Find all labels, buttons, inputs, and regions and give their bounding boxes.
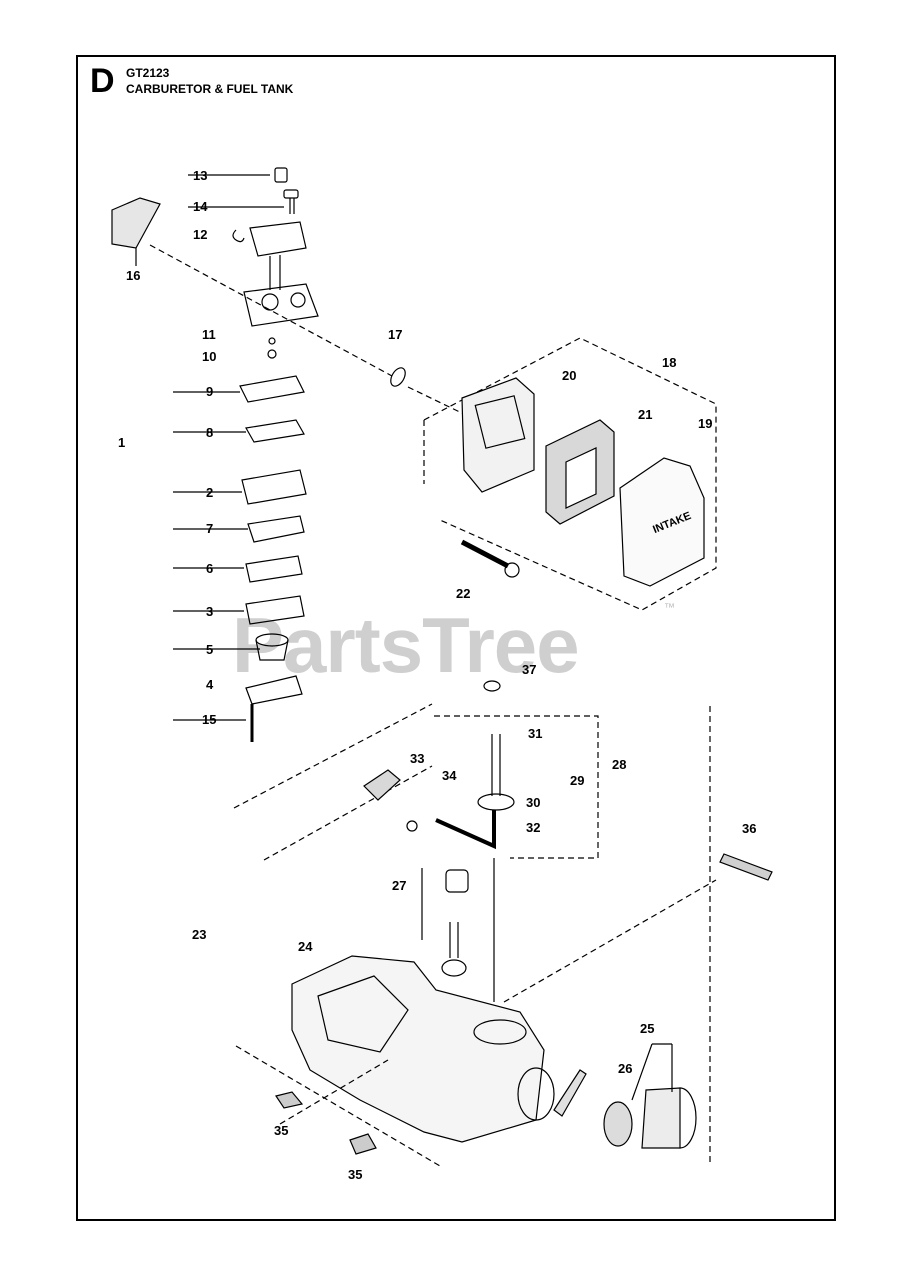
model-number: GT2123 — [126, 66, 170, 80]
part-16-filter — [111, 197, 161, 249]
callout-28: 28 — [612, 757, 627, 772]
callout-17: 17 — [388, 327, 403, 342]
part-36-pad — [719, 853, 773, 881]
callout-20: 20 — [562, 368, 577, 383]
carburetor-body — [243, 283, 319, 327]
part-14-screw-head — [283, 189, 299, 199]
callout-1: 1 — [118, 435, 126, 450]
callout-37: 37 — [522, 662, 537, 677]
part-27-vent-cap — [445, 869, 469, 893]
watermark-trademark: ™ — [664, 602, 675, 614]
carb-top — [249, 221, 307, 257]
watermark-text: PartsTree — [232, 601, 580, 689]
part-30-grommet — [477, 793, 515, 811]
callout-11: 11 — [202, 327, 216, 342]
callout-16: 16 — [126, 268, 141, 283]
callout-34: 34 — [442, 768, 457, 783]
part-9-plate — [239, 375, 305, 403]
callout-23: 23 — [192, 927, 207, 942]
callout-27: 27 — [392, 878, 407, 893]
part-24-fuel-tank — [291, 955, 545, 1143]
part-32-pipe — [435, 810, 496, 850]
callout-25: 25 — [640, 1021, 655, 1036]
part-26-strainer — [553, 1069, 587, 1117]
callout-5: 5 — [206, 642, 214, 657]
callout-8: 8 — [206, 425, 214, 440]
callout-3: 3 — [206, 604, 214, 619]
callout-7: 7 — [206, 521, 214, 536]
callout-6: 6 — [206, 561, 214, 576]
callout-32: 32 — [526, 820, 541, 835]
diagram-frame — [76, 55, 836, 1221]
part-6-diaphragm — [245, 555, 303, 583]
callout-9: 9 — [206, 384, 214, 399]
callout-10: 10 — [202, 349, 217, 364]
section-letter: D — [90, 62, 115, 100]
callout-14: 14 — [193, 199, 208, 214]
callout-19: 19 — [698, 416, 713, 431]
part-2-body — [241, 469, 307, 505]
callout-13: 13 — [193, 168, 208, 183]
callout-12: 12 — [193, 227, 208, 242]
callout-26: 26 — [618, 1061, 633, 1076]
part-19-cover — [619, 457, 705, 587]
part-37-clip — [483, 680, 501, 692]
part-17-oring — [390, 367, 406, 387]
callout-15: 15 — [202, 712, 217, 727]
callout-36: 36 — [742, 821, 757, 836]
callout-35-a: 35 — [274, 1123, 289, 1138]
part-13-nut — [274, 167, 288, 183]
callout-2: 2 — [206, 485, 214, 500]
part-12-clip — [232, 229, 245, 243]
part-5-bulb — [255, 633, 289, 647]
callout-4: 4 — [206, 677, 214, 692]
callout-29: 29 — [570, 773, 585, 788]
tank-neck — [517, 1067, 555, 1121]
callout-30: 30 — [526, 795, 541, 810]
part-33-fuel-filter — [363, 769, 401, 801]
callout-22: 22 — [456, 586, 471, 601]
part-7-gasket — [247, 515, 305, 543]
callout-24: 24 — [298, 939, 313, 954]
callout-31: 31 — [528, 726, 543, 741]
part-4-base — [245, 675, 303, 705]
part-35-foot-b — [349, 1133, 377, 1155]
callout-33: 33 — [410, 751, 425, 766]
part-35-foot-a — [275, 1091, 304, 1109]
callout-21: 21 — [638, 407, 653, 422]
callout-35-b: 35 — [348, 1167, 363, 1182]
part-3-cover — [245, 595, 305, 625]
part-20-housing — [461, 377, 535, 493]
callout-18: 18 — [662, 355, 677, 370]
diagram-title: CARBURETOR & FUEL TANK — [126, 82, 294, 96]
part-8-gasket — [245, 419, 305, 443]
